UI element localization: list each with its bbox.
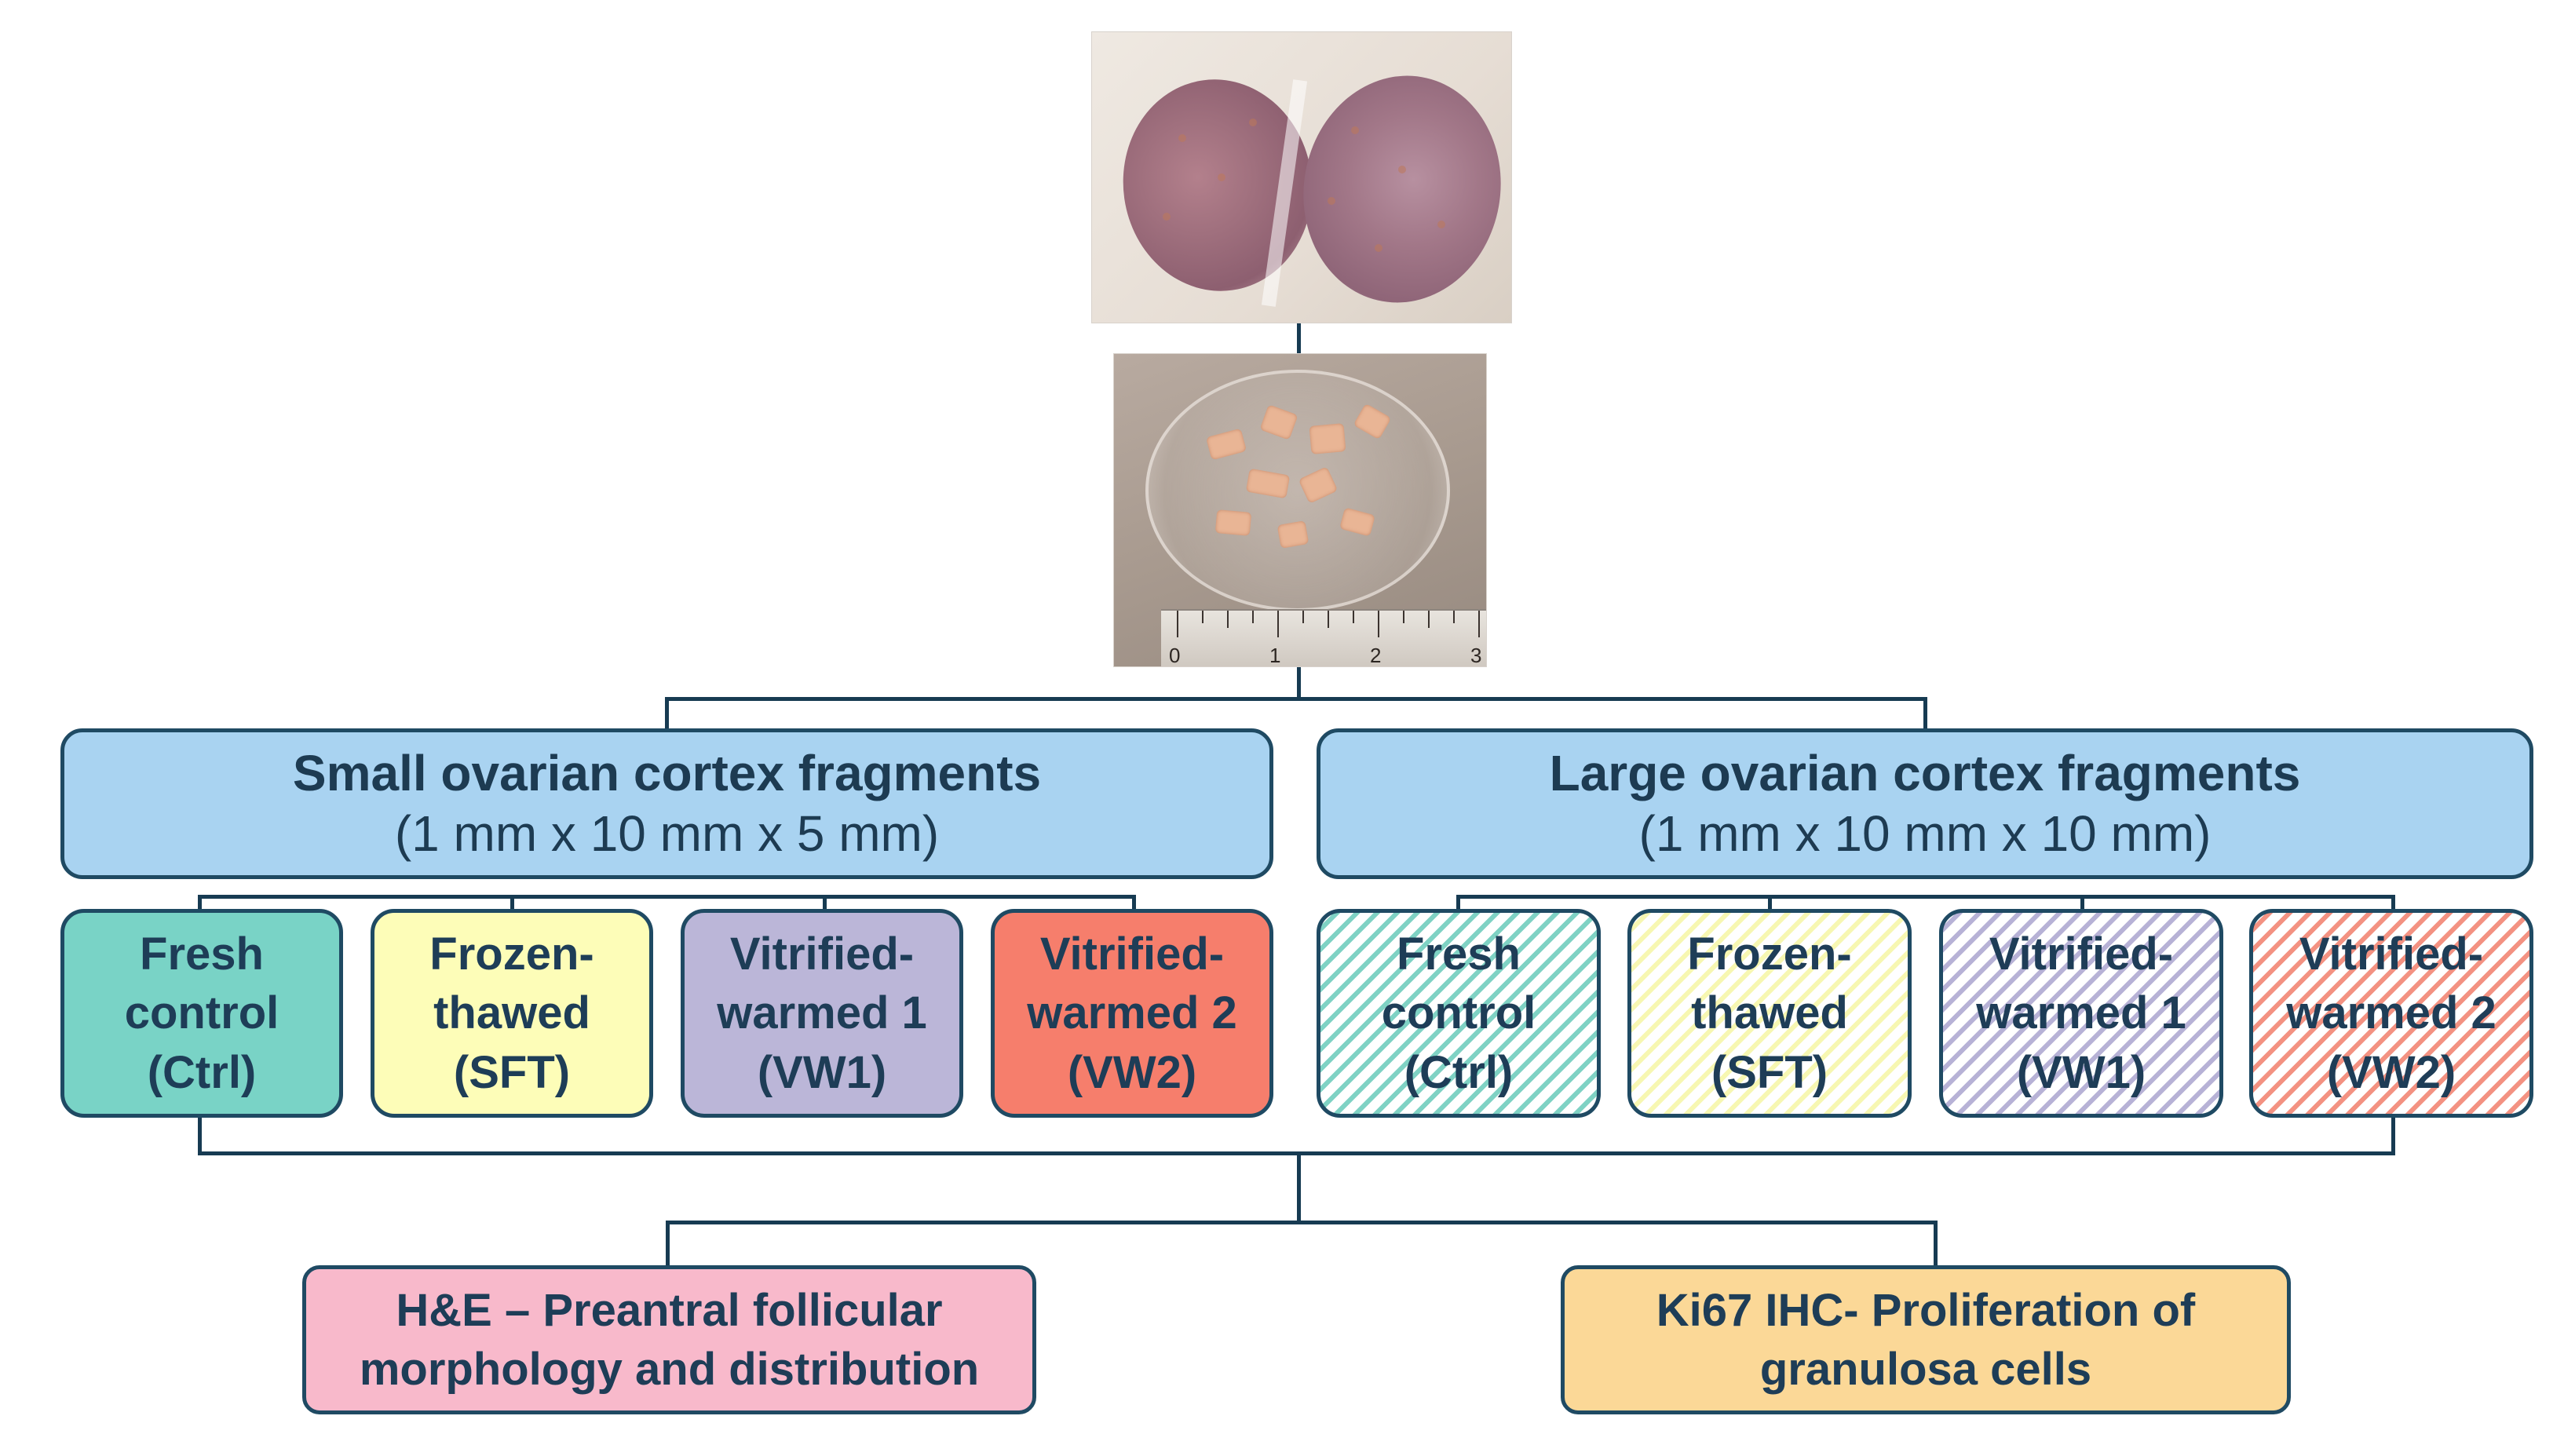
ruler-tick xyxy=(1277,611,1279,637)
he-outcome-box: H&E – Preantral follicular morphology an… xyxy=(302,1265,1036,1414)
small-fragments-title: Small ovarian cortex fragments xyxy=(292,745,1042,802)
connector-large-vw1 xyxy=(2080,895,2084,912)
large-vitrified-warmed-2-box: Vitrified- warmed 2 (VW2) xyxy=(2249,909,2533,1118)
follicle-spot xyxy=(1328,197,1335,205)
follicle-spot xyxy=(1178,134,1186,142)
small-fresh-control-box: Fresh control (Ctrl) xyxy=(60,909,343,1118)
connector-merge-right xyxy=(2391,1115,2395,1155)
follicle-spot xyxy=(1218,173,1225,181)
follicle-spot xyxy=(1249,119,1257,126)
ruler-tick xyxy=(1403,611,1404,623)
ki67-outcome-box: Ki67 IHC- Proliferation of granulosa cel… xyxy=(1561,1265,2291,1414)
ruler-tick xyxy=(1302,611,1304,623)
connector-small-ctrl xyxy=(198,895,202,912)
ruler-tick xyxy=(1202,611,1203,623)
ruler-label: 0 xyxy=(1169,644,1181,667)
small-frozen-thawed-box: Frozen- thawed (SFT) xyxy=(371,909,653,1118)
connector-merge-down xyxy=(1297,1151,1301,1224)
ruler: 0 1 2 3 xyxy=(1161,609,1486,667)
he-outcome-label: H&E – Preantral follicular morphology an… xyxy=(359,1284,980,1395)
connector-merge-bar xyxy=(198,1151,2395,1155)
large-fragments-box: Large ovarian cortex fragments (1 mm x 1… xyxy=(1317,728,2533,879)
large-frozen-thawed-box: Frozen- thawed (SFT) xyxy=(1627,909,1912,1118)
small-fragments-dims: (1 mm x 10 mm x 5 mm) xyxy=(394,805,940,862)
ruler-label: 2 xyxy=(1370,644,1382,667)
ruler-tick xyxy=(1252,611,1254,623)
ruler-tick xyxy=(1428,611,1430,628)
ruler-tick xyxy=(1378,611,1379,637)
connector-merge-left xyxy=(198,1115,202,1155)
tissue-fragment xyxy=(1214,509,1252,536)
connector-small-vw1 xyxy=(823,895,827,912)
connector-to-small-group xyxy=(665,697,669,730)
ruler-tick xyxy=(1328,611,1329,628)
ruler-tick xyxy=(1453,611,1455,623)
ruler-tick xyxy=(1478,611,1480,637)
connector-photo-to-photo xyxy=(1297,322,1301,355)
connector-large-conditions-bar xyxy=(1456,895,2395,899)
small-vitrified-warmed-1-box: Vitrified- warmed 1 (VW1) xyxy=(681,909,963,1118)
connector-to-large-group xyxy=(1923,697,1927,730)
connector-split-horizontal xyxy=(665,697,1927,701)
ruler-label: 1 xyxy=(1269,644,1281,667)
connector-to-ki67 xyxy=(1934,1221,1938,1268)
petri-dish xyxy=(1145,370,1450,611)
large-fresh-control-box: Fresh control (Ctrl) xyxy=(1317,909,1601,1118)
petri-dish-photo: 0 1 2 3 xyxy=(1113,353,1487,667)
large-vitrified-warmed-1-box: Vitrified- warmed 1 (VW1) xyxy=(1939,909,2223,1118)
ruler-tick xyxy=(1353,611,1354,623)
follicle-spot xyxy=(1375,244,1382,252)
follicle-spot xyxy=(1351,126,1359,134)
tissue-fragment xyxy=(1277,520,1309,549)
small-vitrified-warmed-2-box: Vitrified- warmed 2 (VW2) xyxy=(991,909,1273,1118)
large-fragments-dims: (1 mm x 10 mm x 10 mm) xyxy=(1638,805,2212,862)
connector-to-he xyxy=(666,1221,670,1268)
ovary-right-half xyxy=(1285,60,1511,319)
connector-large-ctrl xyxy=(1456,895,1460,912)
follicle-spot xyxy=(1398,166,1406,173)
ruler-tick xyxy=(1177,611,1178,637)
ki67-outcome-label: Ki67 IHC- Proliferation of granulosa cel… xyxy=(1656,1284,2196,1395)
connector-large-vw2 xyxy=(2391,895,2395,912)
ruler-tick xyxy=(1227,611,1229,628)
follicle-spot xyxy=(1437,221,1445,228)
connector-small-sft xyxy=(510,895,514,912)
ovary-photo xyxy=(1091,31,1512,323)
follicle-spot xyxy=(1163,213,1171,221)
connector-outcomes-bar xyxy=(666,1221,1938,1224)
connector-small-vw2 xyxy=(1132,895,1136,912)
connector-large-sft xyxy=(1768,895,1772,912)
ruler-label: 3 xyxy=(1470,644,1482,667)
connector-small-conditions-bar xyxy=(198,895,1134,899)
large-fragments-title: Large ovarian cortex fragments xyxy=(1549,745,2301,802)
small-fragments-box: Small ovarian cortex fragments (1 mm x 1… xyxy=(60,728,1273,879)
tissue-fragment xyxy=(1309,423,1346,454)
connector-photo-to-split xyxy=(1297,666,1301,700)
